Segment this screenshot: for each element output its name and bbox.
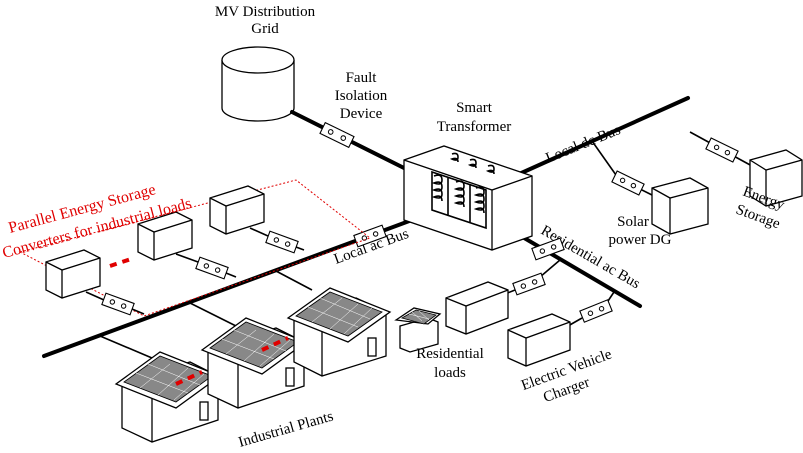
storage-2-wire xyxy=(175,253,199,263)
storage-box-3 xyxy=(209,185,265,235)
storage-3-wire xyxy=(249,227,269,237)
residential-loads-label-line2: loads xyxy=(434,365,466,381)
local-dc-bus-label: Local dc Bus xyxy=(544,122,624,167)
industrial-plant-2 xyxy=(200,317,308,409)
plant-1-wire xyxy=(99,335,153,359)
storage-3-device xyxy=(265,230,299,254)
residential-branch-wire xyxy=(539,259,561,278)
storage-branch-wire xyxy=(689,131,713,145)
mv-grid-label-line1: MV Distribution xyxy=(215,4,316,20)
energy-storage-box xyxy=(749,149,803,207)
residential-converter-device xyxy=(512,272,546,296)
storage-3-wire-2 xyxy=(295,246,305,251)
industrial-plant-1 xyxy=(114,351,222,443)
storage-box-2 xyxy=(137,211,193,261)
residential-bus-device xyxy=(531,237,565,261)
fault-label-line1: Fault xyxy=(346,70,378,86)
mv-grid-cylinder xyxy=(221,46,295,122)
residential-loads-label-line1: Residential xyxy=(416,346,484,362)
solar-label-line2: power DG xyxy=(609,232,672,248)
fault-label-line2: Isolation xyxy=(335,88,388,104)
ev-charger-box xyxy=(507,313,571,367)
industrial-plants-label: Industrial Plants xyxy=(237,408,336,450)
storage-box-1 xyxy=(45,249,101,299)
plant-2-wire xyxy=(189,302,237,327)
industrial-plant-3 xyxy=(286,287,392,377)
storage-converter-device xyxy=(705,137,739,163)
mv-grid-label-line2: Grid xyxy=(251,21,279,37)
residential-house xyxy=(394,307,442,353)
solar-converter-box xyxy=(651,177,709,235)
storage-2-wire-2 xyxy=(225,272,237,278)
storage-continuation-dashes xyxy=(109,256,135,268)
fault-label-line3: Device xyxy=(340,106,383,122)
plant-3-wire xyxy=(275,270,313,291)
smart-transformer-label-line1: Smart xyxy=(456,100,493,116)
storage-1-device xyxy=(101,292,135,316)
residential-ac-bus-line xyxy=(512,230,642,308)
parallel-storage-group-outline xyxy=(18,179,372,317)
mv-feeder-line xyxy=(290,110,414,174)
smart-transformer xyxy=(403,145,533,251)
smart-transformer-label-line2: Transformer xyxy=(437,119,511,135)
plants-continuation-dashes-1 xyxy=(175,370,203,386)
solar-label-line1: Solar xyxy=(617,214,649,230)
solar-branch-wire xyxy=(591,140,617,176)
plants-continuation-dashes-2 xyxy=(261,336,289,352)
storage-1-wire-2 xyxy=(131,308,145,315)
local-ac-bus-device xyxy=(353,224,387,248)
storage-2-device xyxy=(195,256,229,280)
solar-converter-device xyxy=(611,170,645,196)
ev-converter-device xyxy=(579,299,613,323)
fault-isolation-device xyxy=(319,121,355,149)
storage-1-wire xyxy=(85,291,105,301)
local-ac-bus-line xyxy=(42,218,414,358)
residential-converter-box xyxy=(445,281,509,335)
